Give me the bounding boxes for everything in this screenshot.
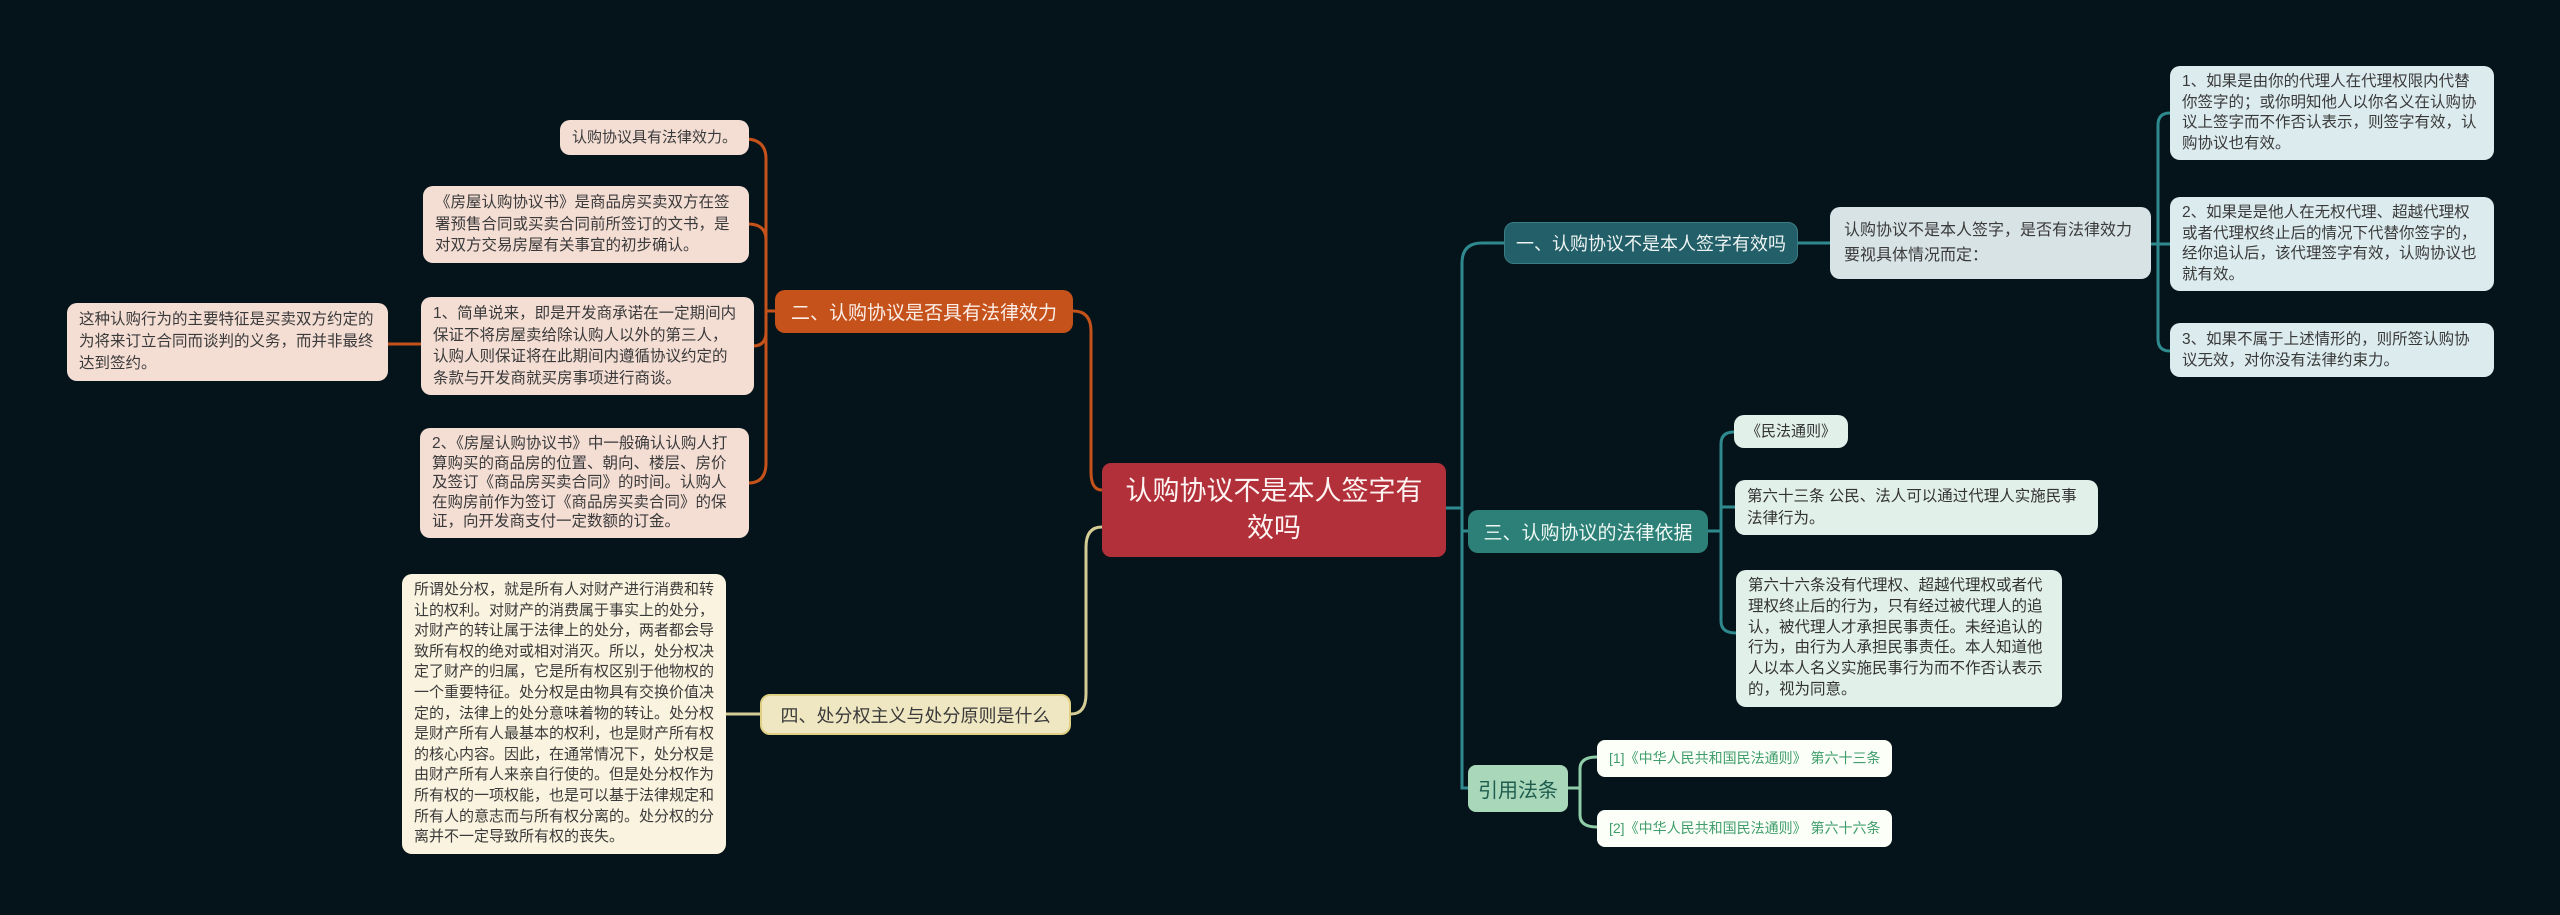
- branch-three-law[interactable]: 《民法通则》: [1734, 415, 1849, 448]
- central-topic[interactable]: 认购协议不是本人签字有效吗: [1102, 463, 1446, 557]
- branch-two-note[interactable]: 这种认购行为的主要特征是买卖双方约定的为将来订立合同而谈判的义务，而并非最终达到…: [67, 303, 388, 381]
- branch-one-case-1[interactable]: 1、如果是由你的代理人在代理权限内代替你签字的；或你明知他人以你名义在认购协议上…: [2170, 66, 2494, 160]
- citation-item-1[interactable]: [1]《中华人民共和国民法通则》 第六十三条: [1597, 740, 1893, 777]
- branch-two-child-2[interactable]: 《房屋认购协议书》是商品房买卖双方在签署预售合同或买卖合同前所签订的文书，是对双…: [423, 186, 749, 264]
- branch-three-article-63[interactable]: 第六十三条 公民、法人可以通过代理人实施民事法律行为。: [1735, 480, 2098, 535]
- branch-three-article-66[interactable]: 第六十六条没有代理权、超越代理权或者代理权终止后的行为，只有经过被代理人的追认，…: [1736, 570, 2062, 707]
- branch-one-node[interactable]: 一、认购协议不是本人签字有效吗: [1504, 222, 1798, 264]
- citation-item-2[interactable]: [2]《中华人民共和国民法通则》 第六十六条: [1597, 810, 1893, 847]
- branch-four-node[interactable]: 四、处分权主义与处分原则是什么: [760, 694, 1071, 735]
- branch-one-summary[interactable]: 认购协议不是本人签字，是否有法律效力要视具体情况而定：: [1830, 207, 2151, 279]
- branch-two-child-4[interactable]: 2、《房屋认购协议书》中一般确认认购人打算购买的商品房的位置、朝向、楼层、房价及…: [420, 428, 749, 538]
- branch-four-detail[interactable]: 所谓处分权，就是所有人对财产进行消费和转让的权利。对财产的消费属于事实上的处分，…: [402, 574, 726, 854]
- branch-two-node[interactable]: 二、认购协议是否具有法律效力: [775, 290, 1073, 333]
- branch-one-case-2[interactable]: 2、如果是是他人在无权代理、超越代理权或者代理权终止后的情况下代替你签字的，经你…: [2170, 197, 2494, 291]
- branch-one-case-3[interactable]: 3、如果不属于上述情形的，则所签认购协议无效，对你没有法律约束力。: [2170, 323, 2494, 377]
- branch-two-child-1[interactable]: 认购协议具有法律效力。: [560, 120, 750, 155]
- branch-two-child-3[interactable]: 1、简单说来，即是开发商承诺在一定期间内保证不将房屋卖给除认购人以外的第三人，认…: [421, 297, 754, 395]
- branch-three-node[interactable]: 三、认购协议的法律依据: [1468, 510, 1708, 553]
- citations-node[interactable]: 引用法条: [1468, 765, 1568, 812]
